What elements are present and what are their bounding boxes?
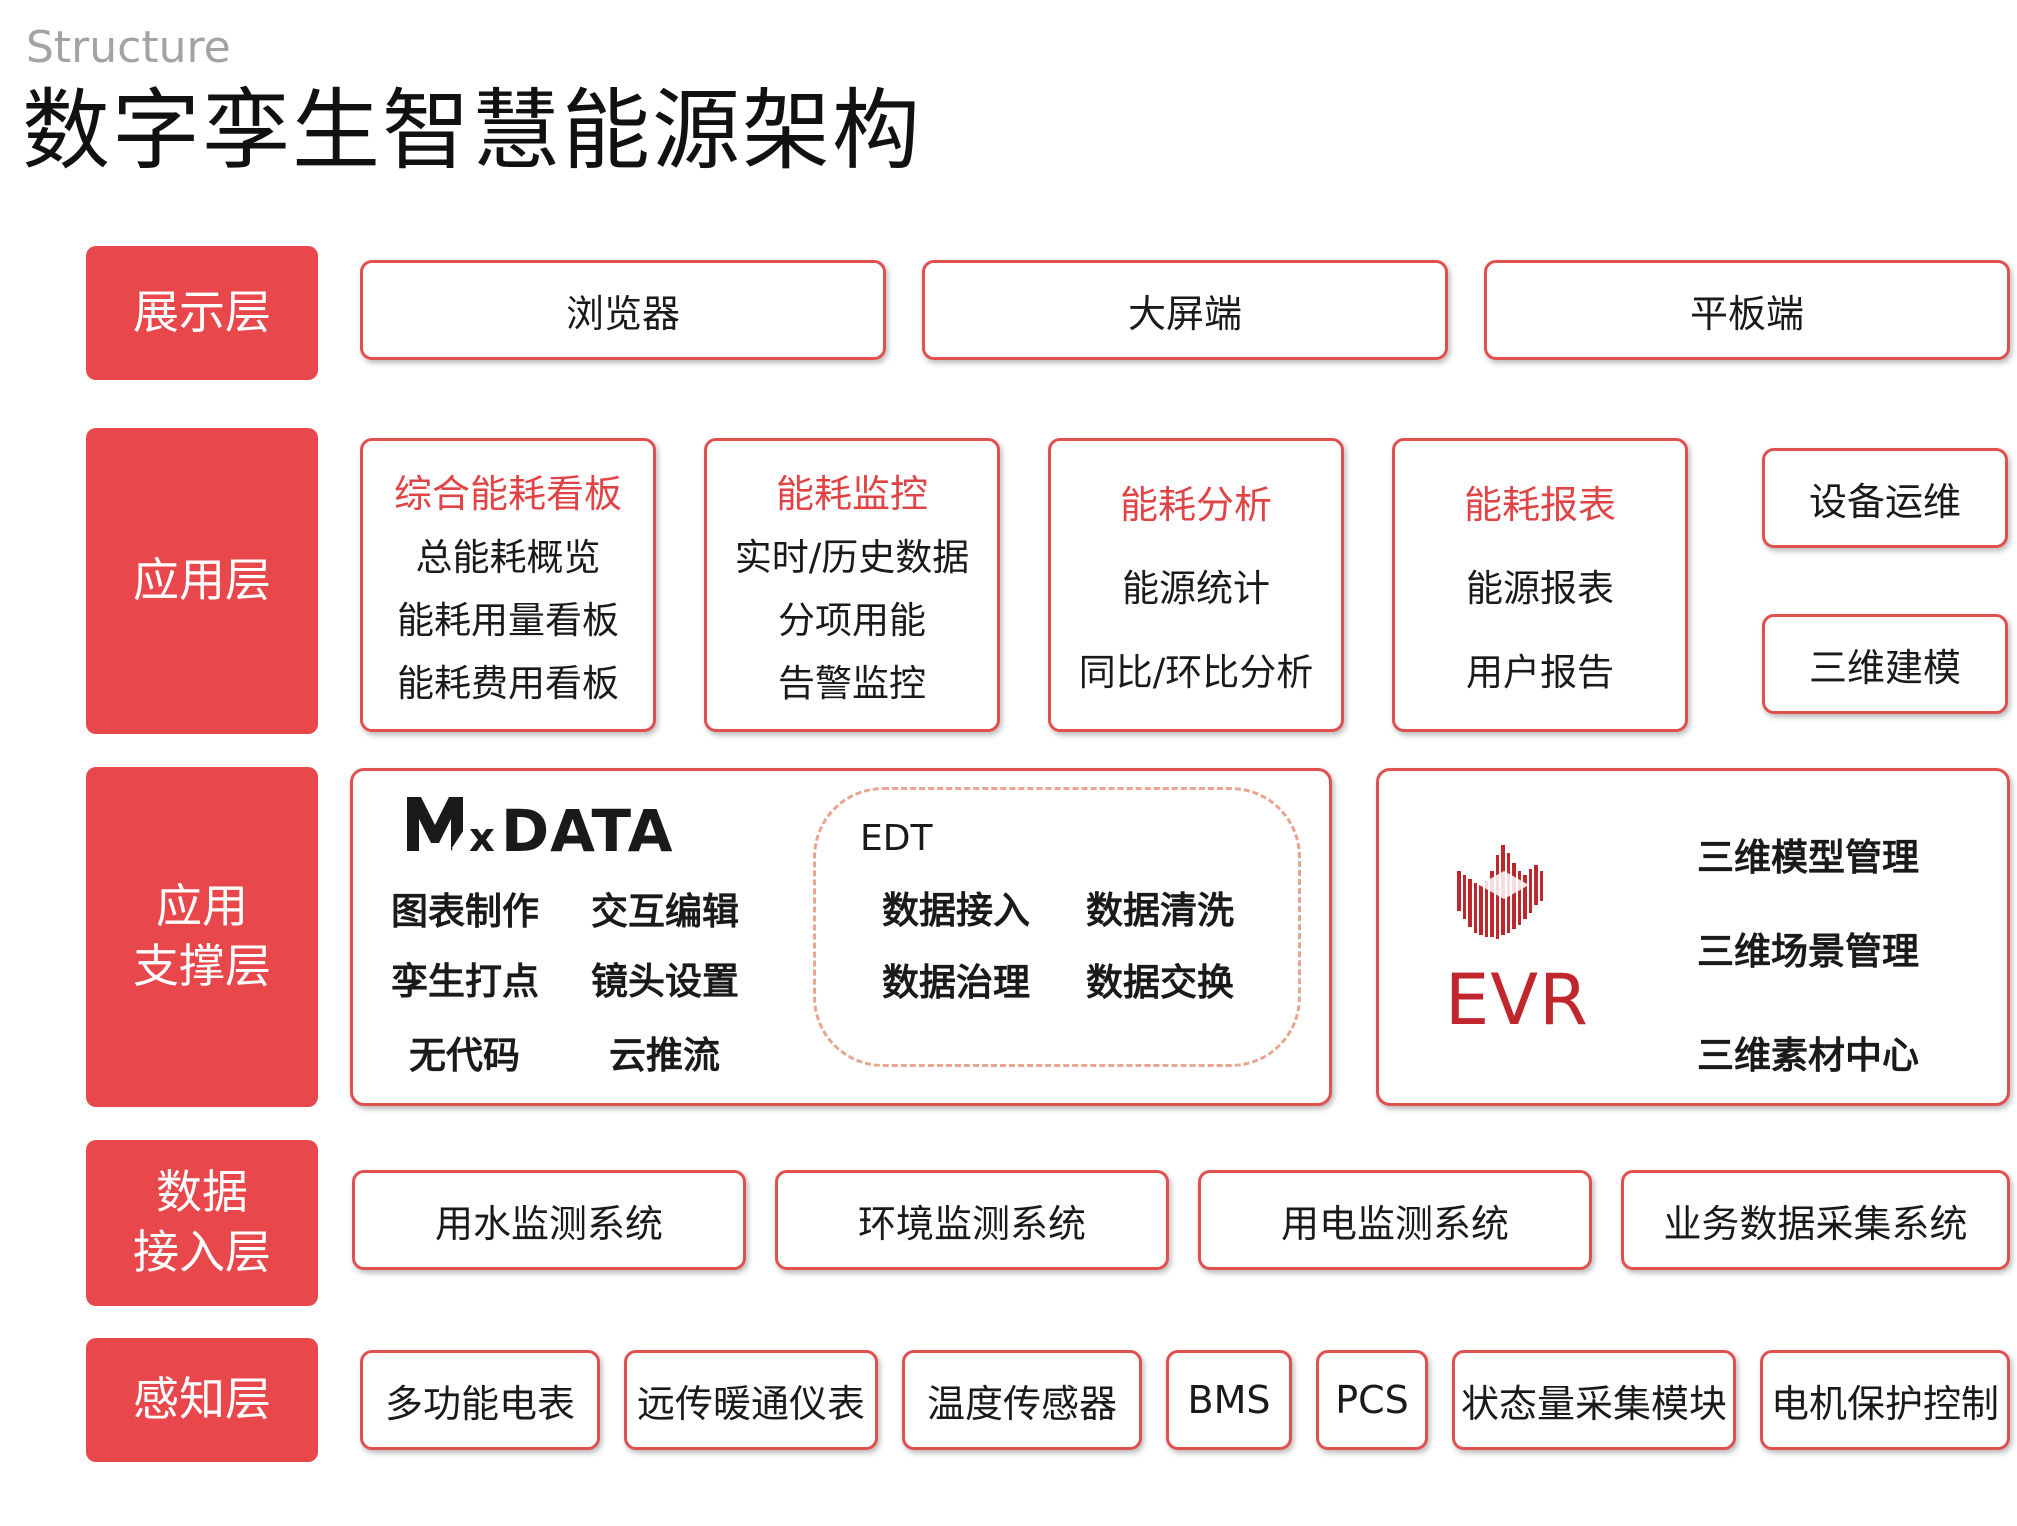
perception-pcs: PCS	[1316, 1350, 1428, 1450]
page-title: 数字孪生智慧能源架构	[22, 79, 923, 182]
app-side-device-maintenance: 设备运维	[1762, 448, 2008, 548]
perception-hvac-meter: 远传暖通仪表	[624, 1350, 878, 1450]
layer-label-data-access-line1: 数据	[156, 1165, 248, 1220]
app-card-title: 能耗报表	[1463, 482, 1616, 527]
layer-label-support: 应用 支撑层	[86, 767, 318, 1107]
app-card-item: 能耗用量看板	[397, 598, 619, 642]
svg-text:DATA: DATA	[501, 797, 673, 861]
layer-label-data-access: 数据 接入层	[86, 1140, 318, 1306]
page-subtitle: Structure	[26, 22, 231, 73]
mxdata-feature: 无代码	[409, 1034, 520, 1077]
support-panel-mxdata: x DATA 图表制作 交互编辑 孪生打点 镜头设置 无代码 云推流 EDT 数…	[350, 768, 1332, 1106]
edt-feature: 数据交换	[1086, 961, 1234, 1004]
display-item-tablet: 平板端	[1484, 260, 2010, 360]
mxdata-feature: 交互编辑	[591, 890, 739, 933]
data-access-water: 用水监测系统	[352, 1170, 746, 1270]
data-access-electricity: 用电监测系统	[1198, 1170, 1592, 1270]
perception-bms: BMS	[1166, 1350, 1292, 1450]
app-card-energy-report: 能耗报表 能源报表 用户报告	[1392, 438, 1688, 732]
evr-logo	[1449, 841, 1559, 955]
svg-text:x: x	[469, 815, 495, 861]
app-card-energy-dashboard: 综合能耗看板 总能耗概览 能耗用量看板 能耗费用看板	[360, 438, 656, 732]
evr-label: EVR	[1445, 959, 1589, 1041]
perception-motor-protection: 电机保护控制	[1760, 1350, 2010, 1450]
layer-label-support-line1: 应用	[156, 879, 248, 934]
edt-feature: 数据治理	[882, 961, 1030, 1004]
app-card-energy-analysis: 能耗分析 能源统计 同比/环比分析	[1048, 438, 1344, 732]
app-card-item: 告警监控	[778, 661, 926, 705]
perception-state-module: 状态量采集模块	[1452, 1350, 1736, 1450]
app-side-3d-modeling: 三维建模	[1762, 614, 2008, 714]
app-card-title: 能耗监控	[775, 472, 928, 517]
app-card-item: 用户报告	[1466, 651, 1614, 695]
mxdata-feature: 云推流	[609, 1034, 720, 1077]
layer-label-support-line2: 支撑层	[133, 939, 271, 993]
mxdata-feature: 图表制作	[391, 890, 539, 933]
mxdata-logo: x DATA	[405, 791, 705, 865]
edt-label: EDT	[860, 818, 933, 859]
data-access-business: 业务数据采集系统	[1621, 1170, 2010, 1270]
layer-label-application: 应用层	[86, 428, 318, 734]
data-access-environment: 环境监测系统	[775, 1170, 1169, 1270]
edt-feature: 数据接入	[882, 889, 1030, 932]
mxdata-feature: 孪生打点	[391, 960, 539, 1003]
app-card-item: 实时/历史数据	[734, 536, 970, 580]
app-card-item: 能耗费用看板	[397, 661, 619, 705]
app-card-item: 能源报表	[1466, 567, 1614, 611]
evr-feature: 三维模型管理	[1697, 836, 1919, 879]
app-card-title: 综合能耗看板	[393, 472, 622, 517]
support-panel-evr: EVR 三维模型管理 三维场景管理 三维素材中心	[1376, 768, 2010, 1106]
app-card-item: 分项用能	[778, 598, 926, 642]
evr-feature: 三维场景管理	[1697, 930, 1919, 973]
perception-temperature-sensor: 温度传感器	[902, 1350, 1142, 1450]
app-card-energy-monitor: 能耗监控 实时/历史数据 分项用能 告警监控	[704, 438, 1000, 732]
mxdata-feature: 镜头设置	[591, 960, 739, 1003]
edt-feature: 数据清洗	[1086, 889, 1234, 932]
display-item-browser: 浏览器	[360, 260, 886, 360]
app-card-item: 总能耗概览	[415, 536, 601, 580]
display-item-big-screen: 大屏端	[922, 260, 1448, 360]
edt-region: EDT 数据接入 数据清洗 数据治理 数据交换	[813, 787, 1301, 1067]
evr-logo-icon	[1457, 845, 1543, 939]
evr-feature: 三维素材中心	[1697, 1034, 1919, 1077]
app-card-title: 能耗分析	[1119, 482, 1272, 527]
app-card-item: 同比/环比分析	[1078, 651, 1314, 695]
layer-label-perception: 感知层	[86, 1338, 318, 1462]
mxdata-logo-icon: x DATA	[407, 797, 673, 865]
layer-label-display: 展示层	[86, 246, 318, 380]
perception-multifunction-meter: 多功能电表	[360, 1350, 600, 1450]
app-card-item: 能源统计	[1122, 567, 1270, 611]
layer-label-data-access-line2: 接入层	[133, 1225, 271, 1279]
